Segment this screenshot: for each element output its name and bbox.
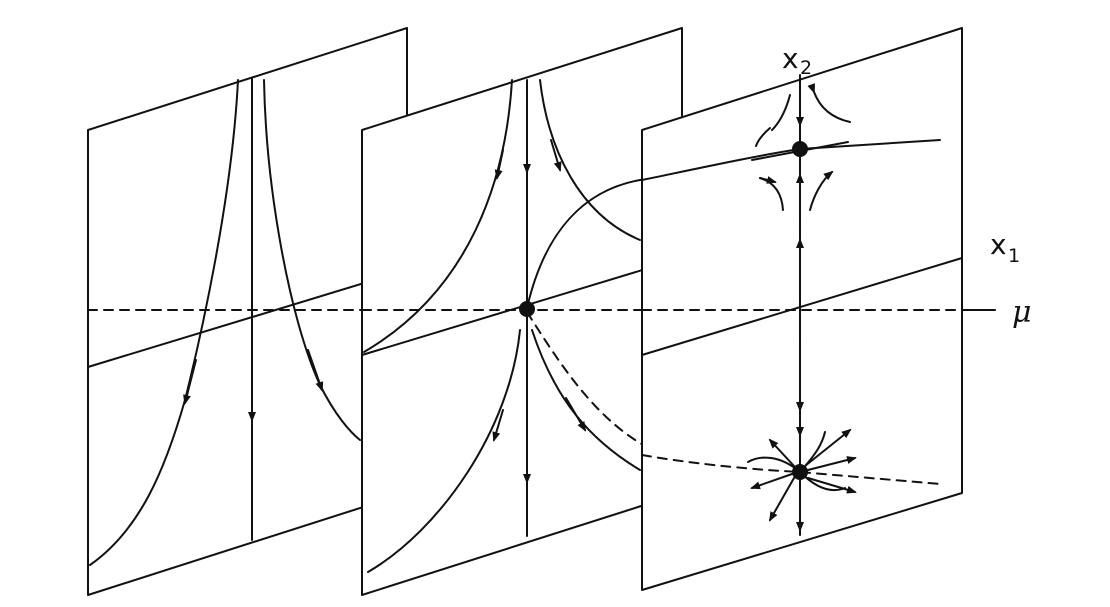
panel-right-x1-axis [641,257,963,356]
panel-middle-upper-right-trajectory [539,79,641,241]
panel-left-trajectory-right [263,79,361,441]
panel-middle-lower-left-arrow [492,409,504,442]
panel-right-saddle-traj-3 [755,127,771,147]
x2-axis-label: x 2 [782,42,812,79]
panel-middle-upper-branch [526,171,683,309]
panel-middle-lower-left-trajectory [367,329,521,573]
panel-right-node-ray-sw [769,477,795,522]
panel-right-node-ray-w [750,473,793,490]
panel-right-saddle-traj-6 [759,176,777,184]
panel-right-node-ray-ne [804,428,852,467]
panel-right-node-ray-nw [768,438,795,467]
x2-label-sub: 2 [800,57,812,79]
panel-middle-lower-right-arrow [565,397,587,432]
x2-label-main: x [782,42,799,75]
panel-left-arrow-left [183,359,197,405]
panel-middle [361,27,683,596]
panel-left-plane [87,27,408,596]
panel-right-saddle-traj-2 [807,83,851,123]
panel-left-arrow-right [307,349,324,392]
x1-axis-label: x 1 [990,228,1020,267]
panel-left [87,27,408,596]
panel-right-saddle-traj-1 [771,94,791,131]
panel-middle-upper-left-trajectory [363,79,513,353]
panel-right [641,27,963,591]
panel-middle-fixed-point [519,301,535,317]
panel-right-saddle-traj-5 [809,170,834,211]
panel-middle-upper-left-arrow [494,149,504,180]
mu-axis-label: μ [1012,295,1032,330]
x1-label-sub: 1 [1008,245,1020,267]
panel-middle-upper-right-arrow [550,139,562,172]
panel-right-saddle-point [792,141,808,157]
panel-left-x1-axis [87,269,408,368]
panel-right-node-point [792,464,808,480]
panel-right-node-ray-se [807,477,857,494]
x1-label-main: x [990,228,1007,261]
panel-right-node-ray-e [807,456,857,471]
